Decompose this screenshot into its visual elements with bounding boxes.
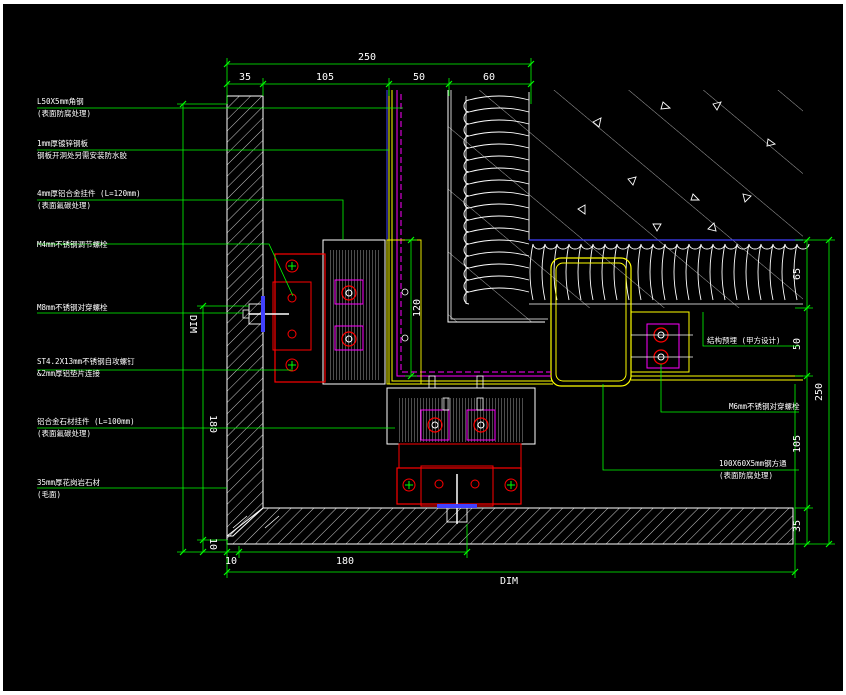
dim-left-180: 180 — [207, 415, 218, 433]
steel-embed-plate — [630, 311, 803, 381]
label-steel-tube: 100X60X5mm钢方通 — [719, 458, 787, 468]
dim-right-65: 65 — [792, 268, 803, 280]
label-stone-bracket: 铝合金石材挂件 (L=100mm) — [37, 416, 135, 426]
label-steel-tube-note: (表面防腐处理) — [719, 470, 773, 480]
label-stone-bracket-note: (表面氟碳处理) — [37, 428, 91, 438]
dimension-lines — [177, 58, 835, 578]
dim-bottom-180: 180 — [336, 556, 354, 567]
label-self-tapping-screw: ST4.2X13mm不锈钢自攻螺钉 — [37, 356, 135, 366]
dimension-text: 250 35 105 50 60 10 180 DIM DIM 180 10 6… — [187, 52, 825, 587]
through-bolt-lower — [437, 474, 477, 524]
dim-inner-120: 120 — [412, 299, 423, 317]
insulation-horizontal — [528, 92, 810, 305]
dim-right-total: 250 — [814, 383, 825, 401]
through-bolt-m8 — [242, 296, 289, 332]
dimension-ticks — [179, 60, 833, 576]
label-aluminium-hanger: 4mm厚铝合金挂件 (L=120mm) — [37, 188, 141, 198]
stainless-bolt-group-lower — [402, 375, 518, 492]
dim-right-105: 105 — [792, 435, 803, 453]
label-granite-note: (毛面) — [37, 489, 61, 499]
concrete-structure — [447, 90, 803, 323]
label-granite: 35mm厚花岗岩石材 — [37, 477, 101, 487]
dim-left-total: DIM — [187, 315, 198, 333]
granite-panel-vertical — [226, 95, 264, 537]
leader-lines-right — [602, 312, 799, 471]
concrete-aggregate-marks — [577, 101, 777, 232]
m6-bolt-group — [631, 323, 693, 369]
stainless-bolt-group-upper — [285, 259, 409, 372]
dim-bottom-total: DIM — [500, 576, 518, 587]
dim-right-50: 50 — [792, 338, 803, 350]
dim-top-105: 105 — [316, 72, 334, 83]
dim-top-total: 250 — [358, 52, 376, 63]
label-self-tapping-screw-note: &2mm厚铝垫片连接 — [37, 368, 101, 378]
cad-drawing-canvas: 250 35 105 50 60 10 180 DIM DIM 180 10 6… — [3, 4, 843, 691]
callout-labels-right: 结构预埋 (甲方设计) M6mm不锈钢对穿螺栓 100X60X5mm钢方通 (表… — [707, 335, 800, 480]
dim-right-35: 35 — [792, 520, 803, 532]
callout-labels-left: L50X5mm角钢 (表面防腐处理) 1mm厚镀锌钢板 钢板开洞处另需安装防水胶… — [37, 96, 141, 499]
leader-lines-left — [37, 107, 403, 489]
cad-detail-drawing: 250 35 105 50 60 10 180 DIM DIM 180 10 6… — [37, 52, 835, 587]
label-galvanized-sheet-note: 钢板开洞处另需安装防水胶 — [37, 150, 127, 160]
label-aluminium-hanger-note: (表面氟碳处理) — [37, 200, 91, 210]
granite-panel-horizontal — [226, 507, 794, 545]
aluminium-hanger-lower — [386, 387, 536, 507]
label-galvanized-sheet: 1mm厚镀锌钢板 — [37, 138, 89, 148]
galvanized-sheet — [386, 90, 551, 377]
dim-left-10: 10 — [207, 538, 218, 550]
label-m6-bolt: M6mm不锈钢对穿螺栓 — [729, 401, 800, 411]
aluminium-hanger-upper — [272, 239, 422, 385]
label-angle-steel: L50X5mm角钢 — [37, 96, 84, 106]
label-m4-bolt: M4mm不锈钢调节螺栓 — [37, 239, 108, 249]
label-structure-embed: 结构预埋 (甲方设计) — [707, 335, 781, 345]
dim-top-50: 50 — [413, 72, 425, 83]
insulation-vertical — [463, 95, 530, 305]
label-m8-bolt: M8mm不锈钢对穿螺栓 — [37, 302, 108, 312]
dim-top-35: 35 — [239, 72, 251, 83]
dim-top-60: 60 — [483, 72, 495, 83]
dim-bottom-10: 10 — [225, 556, 237, 567]
label-angle-steel-note: (表面防腐处理) — [37, 108, 91, 118]
